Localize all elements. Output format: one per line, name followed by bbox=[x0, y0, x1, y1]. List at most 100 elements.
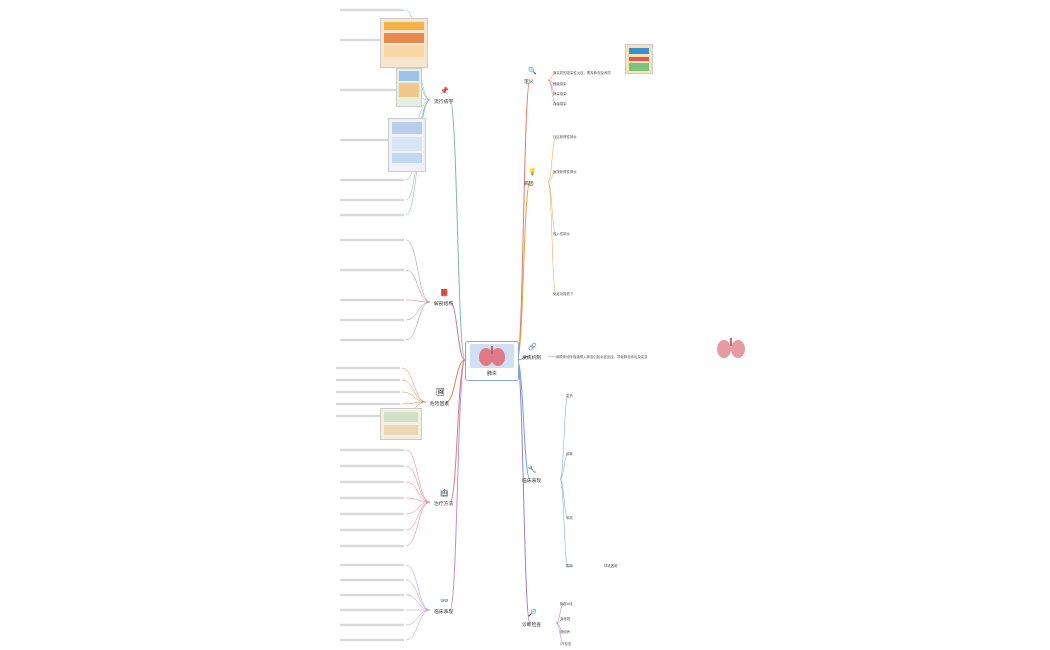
leaf-text-placeholder bbox=[340, 578, 404, 582]
risk-thumbnail bbox=[380, 408, 422, 440]
connector-line bbox=[449, 359, 466, 503]
leaf-def2: 细菌感染 bbox=[553, 82, 567, 86]
connector-line bbox=[516, 181, 531, 361]
branch-risk[interactable]: 危险因素 bbox=[430, 402, 450, 407]
pathogenesis-thumbnail bbox=[712, 336, 750, 360]
pin-icon: 📌 bbox=[440, 87, 449, 95]
leaf-dx2: 血常规 bbox=[560, 617, 571, 621]
definition-thumbnail bbox=[625, 44, 653, 74]
leaf-cm3: 咳痰 bbox=[566, 516, 573, 520]
connector-line bbox=[405, 564, 431, 611]
connector-line bbox=[405, 497, 431, 503]
leaf-text-placeholder bbox=[340, 512, 404, 516]
leaf-def1: 肺实质的感染性炎症，累及肺泡及间质 bbox=[553, 71, 611, 75]
branch-treatment[interactable]: 治疗方法 bbox=[434, 502, 454, 507]
leaf-text-placeholder bbox=[340, 318, 404, 322]
leaf-dx4: CT检查 bbox=[560, 642, 572, 646]
leaf-text-placeholder bbox=[340, 464, 404, 468]
leaf-text-placeholder bbox=[340, 88, 404, 92]
connector-line bbox=[559, 453, 569, 480]
connector-line bbox=[559, 478, 569, 567]
leaf-text-placeholder bbox=[340, 238, 404, 242]
leaf-dx1: 胸部X线 bbox=[560, 602, 573, 606]
connector-line bbox=[449, 99, 466, 361]
leaf-text-placeholder bbox=[340, 448, 404, 452]
leaf-text-placeholder bbox=[340, 496, 404, 500]
connector-line bbox=[445, 359, 466, 403]
leaf-text-placeholder bbox=[336, 390, 400, 394]
leaf-cm1: 发热 bbox=[566, 394, 573, 398]
branch-etiology[interactable]: 病因 bbox=[524, 182, 534, 187]
leaf-text-placeholder bbox=[340, 268, 404, 272]
hospital-icon: 🏥 bbox=[440, 489, 449, 497]
connector-line bbox=[405, 301, 431, 321]
search-icon: 🔍 bbox=[528, 67, 537, 75]
leaf-text-placeholder bbox=[340, 213, 404, 217]
leaf-text-placeholder bbox=[340, 8, 404, 12]
leaf-text-placeholder bbox=[340, 298, 404, 302]
book-icon: 📕 bbox=[440, 289, 449, 297]
leaf-text-placeholder bbox=[340, 138, 404, 142]
connector-line bbox=[516, 79, 531, 361]
leaf-text-placeholder bbox=[336, 402, 400, 406]
leaf-text-placeholder bbox=[340, 638, 404, 642]
leaf-et2: 医院获得性肺炎 bbox=[553, 170, 577, 174]
connector-line bbox=[405, 481, 431, 503]
leaf-dx3: 痰培养 bbox=[560, 630, 571, 634]
connector-line bbox=[555, 622, 565, 645]
leaf-def4: 真菌感染 bbox=[553, 102, 567, 106]
leaf-et1: 社区获得性肺炎 bbox=[553, 135, 577, 139]
leaf-text-placeholder bbox=[336, 366, 400, 370]
connector-line bbox=[405, 609, 431, 641]
leaf-text-placeholder bbox=[336, 378, 400, 382]
connector-line bbox=[559, 478, 569, 519]
leaf-text-placeholder bbox=[340, 563, 404, 567]
branch-clinical[interactable]: 临床表现 bbox=[434, 610, 454, 615]
branch-epidemiology[interactable]: 流行病学 bbox=[434, 100, 454, 105]
epidemiology-thumbnail-3 bbox=[388, 118, 426, 172]
leaf-text-placeholder bbox=[340, 623, 404, 627]
branch-definition[interactable]: 定义 bbox=[524, 80, 534, 85]
connector-line bbox=[547, 181, 557, 235]
connector-line bbox=[547, 355, 557, 358]
connector-line bbox=[449, 301, 466, 361]
epidemiology-thumbnail-1 bbox=[380, 18, 428, 68]
connector-line bbox=[405, 465, 431, 503]
leaf-cm4: 胸痛 bbox=[566, 564, 573, 568]
connector-line bbox=[555, 618, 565, 624]
branch-diagnosis[interactable]: 诊断检查 bbox=[522, 623, 542, 628]
connector-line bbox=[405, 501, 431, 531]
leaf-text-placeholder bbox=[340, 198, 404, 202]
leaf-pm1: 病原体经呼吸道侵入肺泡引起炎症反应，导致肺泡渗出及实变 bbox=[556, 355, 648, 359]
connector-line bbox=[559, 395, 569, 480]
connector-line bbox=[405, 301, 431, 341]
connector-line bbox=[405, 299, 431, 303]
image-icon: 🖼 bbox=[436, 388, 445, 396]
connector-line bbox=[405, 449, 431, 503]
link-icon: 🔗 bbox=[528, 343, 537, 351]
leaf-cm5: 呼吸困难 bbox=[604, 564, 618, 568]
connector-line bbox=[547, 171, 557, 183]
leaf-text-placeholder bbox=[340, 480, 404, 484]
connector-line bbox=[555, 603, 565, 624]
leaf-text-placeholder bbox=[340, 38, 404, 42]
leaf-et4: 免疫功能低下 bbox=[553, 292, 574, 296]
connector-line bbox=[405, 239, 431, 303]
branch-pathogenesis[interactable]: 发病机制 bbox=[522, 356, 542, 361]
leaf-text-placeholder bbox=[340, 178, 404, 182]
leaf-cm2: 咳嗽 bbox=[566, 452, 573, 456]
connector-line bbox=[401, 391, 427, 403]
connector-line bbox=[547, 136, 557, 183]
leaf-text-placeholder bbox=[340, 544, 404, 548]
lung-illustration bbox=[470, 344, 514, 368]
branch-manifestation[interactable]: 临床表现 bbox=[522, 479, 542, 484]
leaf-text-placeholder bbox=[340, 593, 404, 597]
central-topic[interactable]: 肺炎 bbox=[465, 341, 519, 381]
branch-anatomy[interactable]: 解剖结构 bbox=[434, 302, 454, 307]
connector-line bbox=[547, 181, 557, 295]
connector-line bbox=[547, 79, 557, 105]
leaf-def3: 病毒感染 bbox=[553, 92, 567, 96]
central-topic-label: 肺炎 bbox=[486, 371, 497, 377]
